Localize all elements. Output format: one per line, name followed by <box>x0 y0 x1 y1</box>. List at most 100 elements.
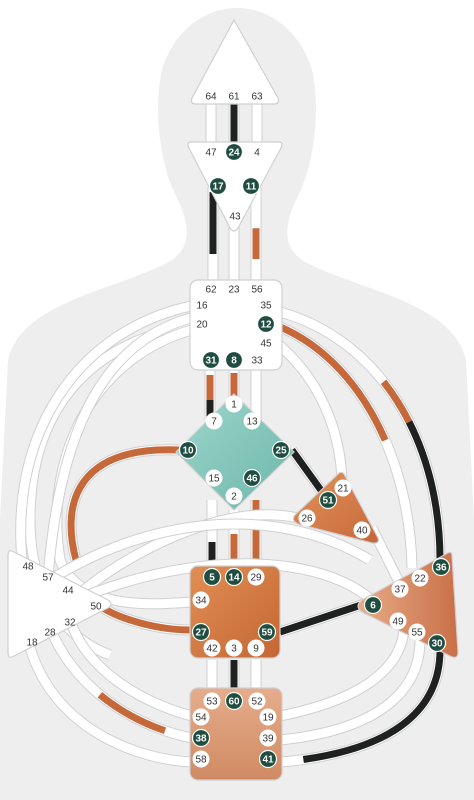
gate-53-label: 53 <box>206 697 218 708</box>
gate-5[interactable]: 5 <box>202 567 222 587</box>
head-center[interactable] <box>190 18 280 105</box>
gate-1-label: 1 <box>231 400 237 411</box>
ajna-center[interactable] <box>187 141 283 232</box>
channel-45-21 <box>274 339 348 481</box>
gate-36[interactable]: 36 <box>431 557 451 577</box>
gate-21[interactable]: 21 <box>334 479 352 497</box>
gate-8-label: 8 <box>231 356 237 367</box>
gate-27[interactable]: 27 <box>191 622 211 642</box>
gate-19[interactable]: 19 <box>259 708 277 726</box>
gate-39[interactable]: 39 <box>259 729 277 747</box>
gate-28[interactable]: 28 <box>44 628 56 639</box>
gate-34-label: 34 <box>195 596 207 607</box>
gate-22[interactable]: 22 <box>411 569 429 587</box>
gate-50-label: 50 <box>90 602 102 613</box>
gate-32[interactable]: 32 <box>64 618 76 629</box>
gate-52[interactable]: 52 <box>248 692 266 710</box>
g-center[interactable] <box>175 393 295 511</box>
gate-10-active-marker <box>178 440 198 460</box>
gate-57[interactable]: 57 <box>42 573 54 584</box>
gate-6-label: 6 <box>370 601 376 612</box>
gate-42[interactable]: 42 <box>203 639 221 657</box>
gate-14[interactable]: 14 <box>224 567 244 587</box>
gate-28-label: 28 <box>44 628 56 639</box>
gate-18[interactable]: 18 <box>26 638 38 649</box>
gate-15[interactable]: 15 <box>205 469 223 487</box>
gate-39-marker <box>259 729 277 747</box>
gate-64-label: 64 <box>205 92 217 103</box>
gate-4[interactable]: 4 <box>254 148 260 159</box>
gate-37[interactable]: 37 <box>391 580 409 598</box>
gate-16[interactable]: 16 <box>196 301 208 312</box>
gate-54[interactable]: 54 <box>192 708 210 726</box>
gate-33[interactable]: 33 <box>251 356 263 367</box>
gate-53[interactable]: 53 <box>203 692 221 710</box>
gate-43[interactable]: 43 <box>229 212 241 223</box>
gate-61[interactable]: 61 <box>228 92 240 103</box>
gate-29-label: 29 <box>250 573 262 584</box>
gate-56-label: 56 <box>251 285 263 296</box>
gate-64[interactable]: 64 <box>205 92 217 103</box>
gate-2-marker <box>225 487 243 505</box>
gate-34[interactable]: 34 <box>192 591 210 609</box>
gate-44[interactable]: 44 <box>62 586 74 597</box>
gate-29[interactable]: 29 <box>247 568 265 586</box>
gate-56[interactable]: 56 <box>251 285 263 296</box>
gate-13-label: 13 <box>246 417 258 428</box>
channel-41-30 <box>281 649 446 768</box>
channel-12-22 <box>275 320 418 569</box>
gate-7[interactable]: 7 <box>205 412 223 430</box>
gate-26[interactable]: 26 <box>298 509 316 527</box>
channel-12-22-activation-design <box>276 322 416 569</box>
gate-38[interactable]: 38 <box>191 728 211 748</box>
gate-23[interactable]: 23 <box>228 285 240 296</box>
gate-24[interactable]: 24 <box>224 142 244 162</box>
gate-62[interactable]: 62 <box>205 285 217 296</box>
gate-59[interactable]: 59 <box>257 622 277 642</box>
gate-30[interactable]: 30 <box>427 633 447 653</box>
gate-27-active-marker <box>191 622 211 642</box>
spleen-center[interactable] <box>7 550 112 658</box>
gate-63[interactable]: 63 <box>251 92 263 103</box>
gate-9[interactable]: 9 <box>247 639 265 657</box>
gate-17[interactable]: 17 <box>208 176 228 196</box>
solar-plexus-center[interactable] <box>357 551 459 658</box>
gate-35[interactable]: 35 <box>260 301 272 312</box>
gate-19-marker <box>259 708 277 726</box>
gate-8[interactable]: 8 <box>224 350 244 370</box>
gate-41[interactable]: 41 <box>258 749 278 769</box>
gate-58[interactable]: 58 <box>192 750 210 768</box>
gate-51[interactable]: 51 <box>318 490 338 510</box>
gate-38-active-marker <box>191 728 211 748</box>
root-center[interactable] <box>189 687 283 781</box>
gate-45[interactable]: 45 <box>260 339 272 350</box>
gate-39-label: 39 <box>262 734 274 745</box>
gate-45-label: 45 <box>260 339 272 350</box>
channel-27-50 <box>96 601 191 636</box>
gate-40[interactable]: 40 <box>353 521 371 539</box>
gate-29-marker <box>247 568 265 586</box>
sacral-center[interactable] <box>189 565 281 659</box>
gate-12[interactable]: 12 <box>256 314 276 334</box>
gate-49[interactable]: 49 <box>389 612 407 630</box>
gate-47[interactable]: 47 <box>205 148 217 159</box>
gate-60[interactable]: 60 <box>224 691 244 711</box>
gate-55[interactable]: 55 <box>408 623 426 641</box>
gate-48[interactable]: 48 <box>22 562 34 573</box>
throat-center[interactable] <box>189 279 283 371</box>
gate-20[interactable]: 20 <box>196 320 208 331</box>
gate-3[interactable]: 3 <box>225 639 243 657</box>
gate-46[interactable]: 46 <box>242 468 262 488</box>
gate-2[interactable]: 2 <box>225 487 243 505</box>
gate-31[interactable]: 31 <box>201 350 221 370</box>
gate-22-marker <box>411 569 429 587</box>
gate-1[interactable]: 1 <box>225 395 243 413</box>
gate-10[interactable]: 10 <box>178 440 198 460</box>
gate-50[interactable]: 50 <box>90 602 102 613</box>
gate-30-label: 30 <box>431 639 443 650</box>
gate-11[interactable]: 11 <box>241 176 261 196</box>
gate-6[interactable]: 6 <box>363 595 383 615</box>
gate-25[interactable]: 25 <box>271 440 291 460</box>
gate-13[interactable]: 13 <box>243 412 261 430</box>
gate-16-label: 16 <box>196 301 208 312</box>
